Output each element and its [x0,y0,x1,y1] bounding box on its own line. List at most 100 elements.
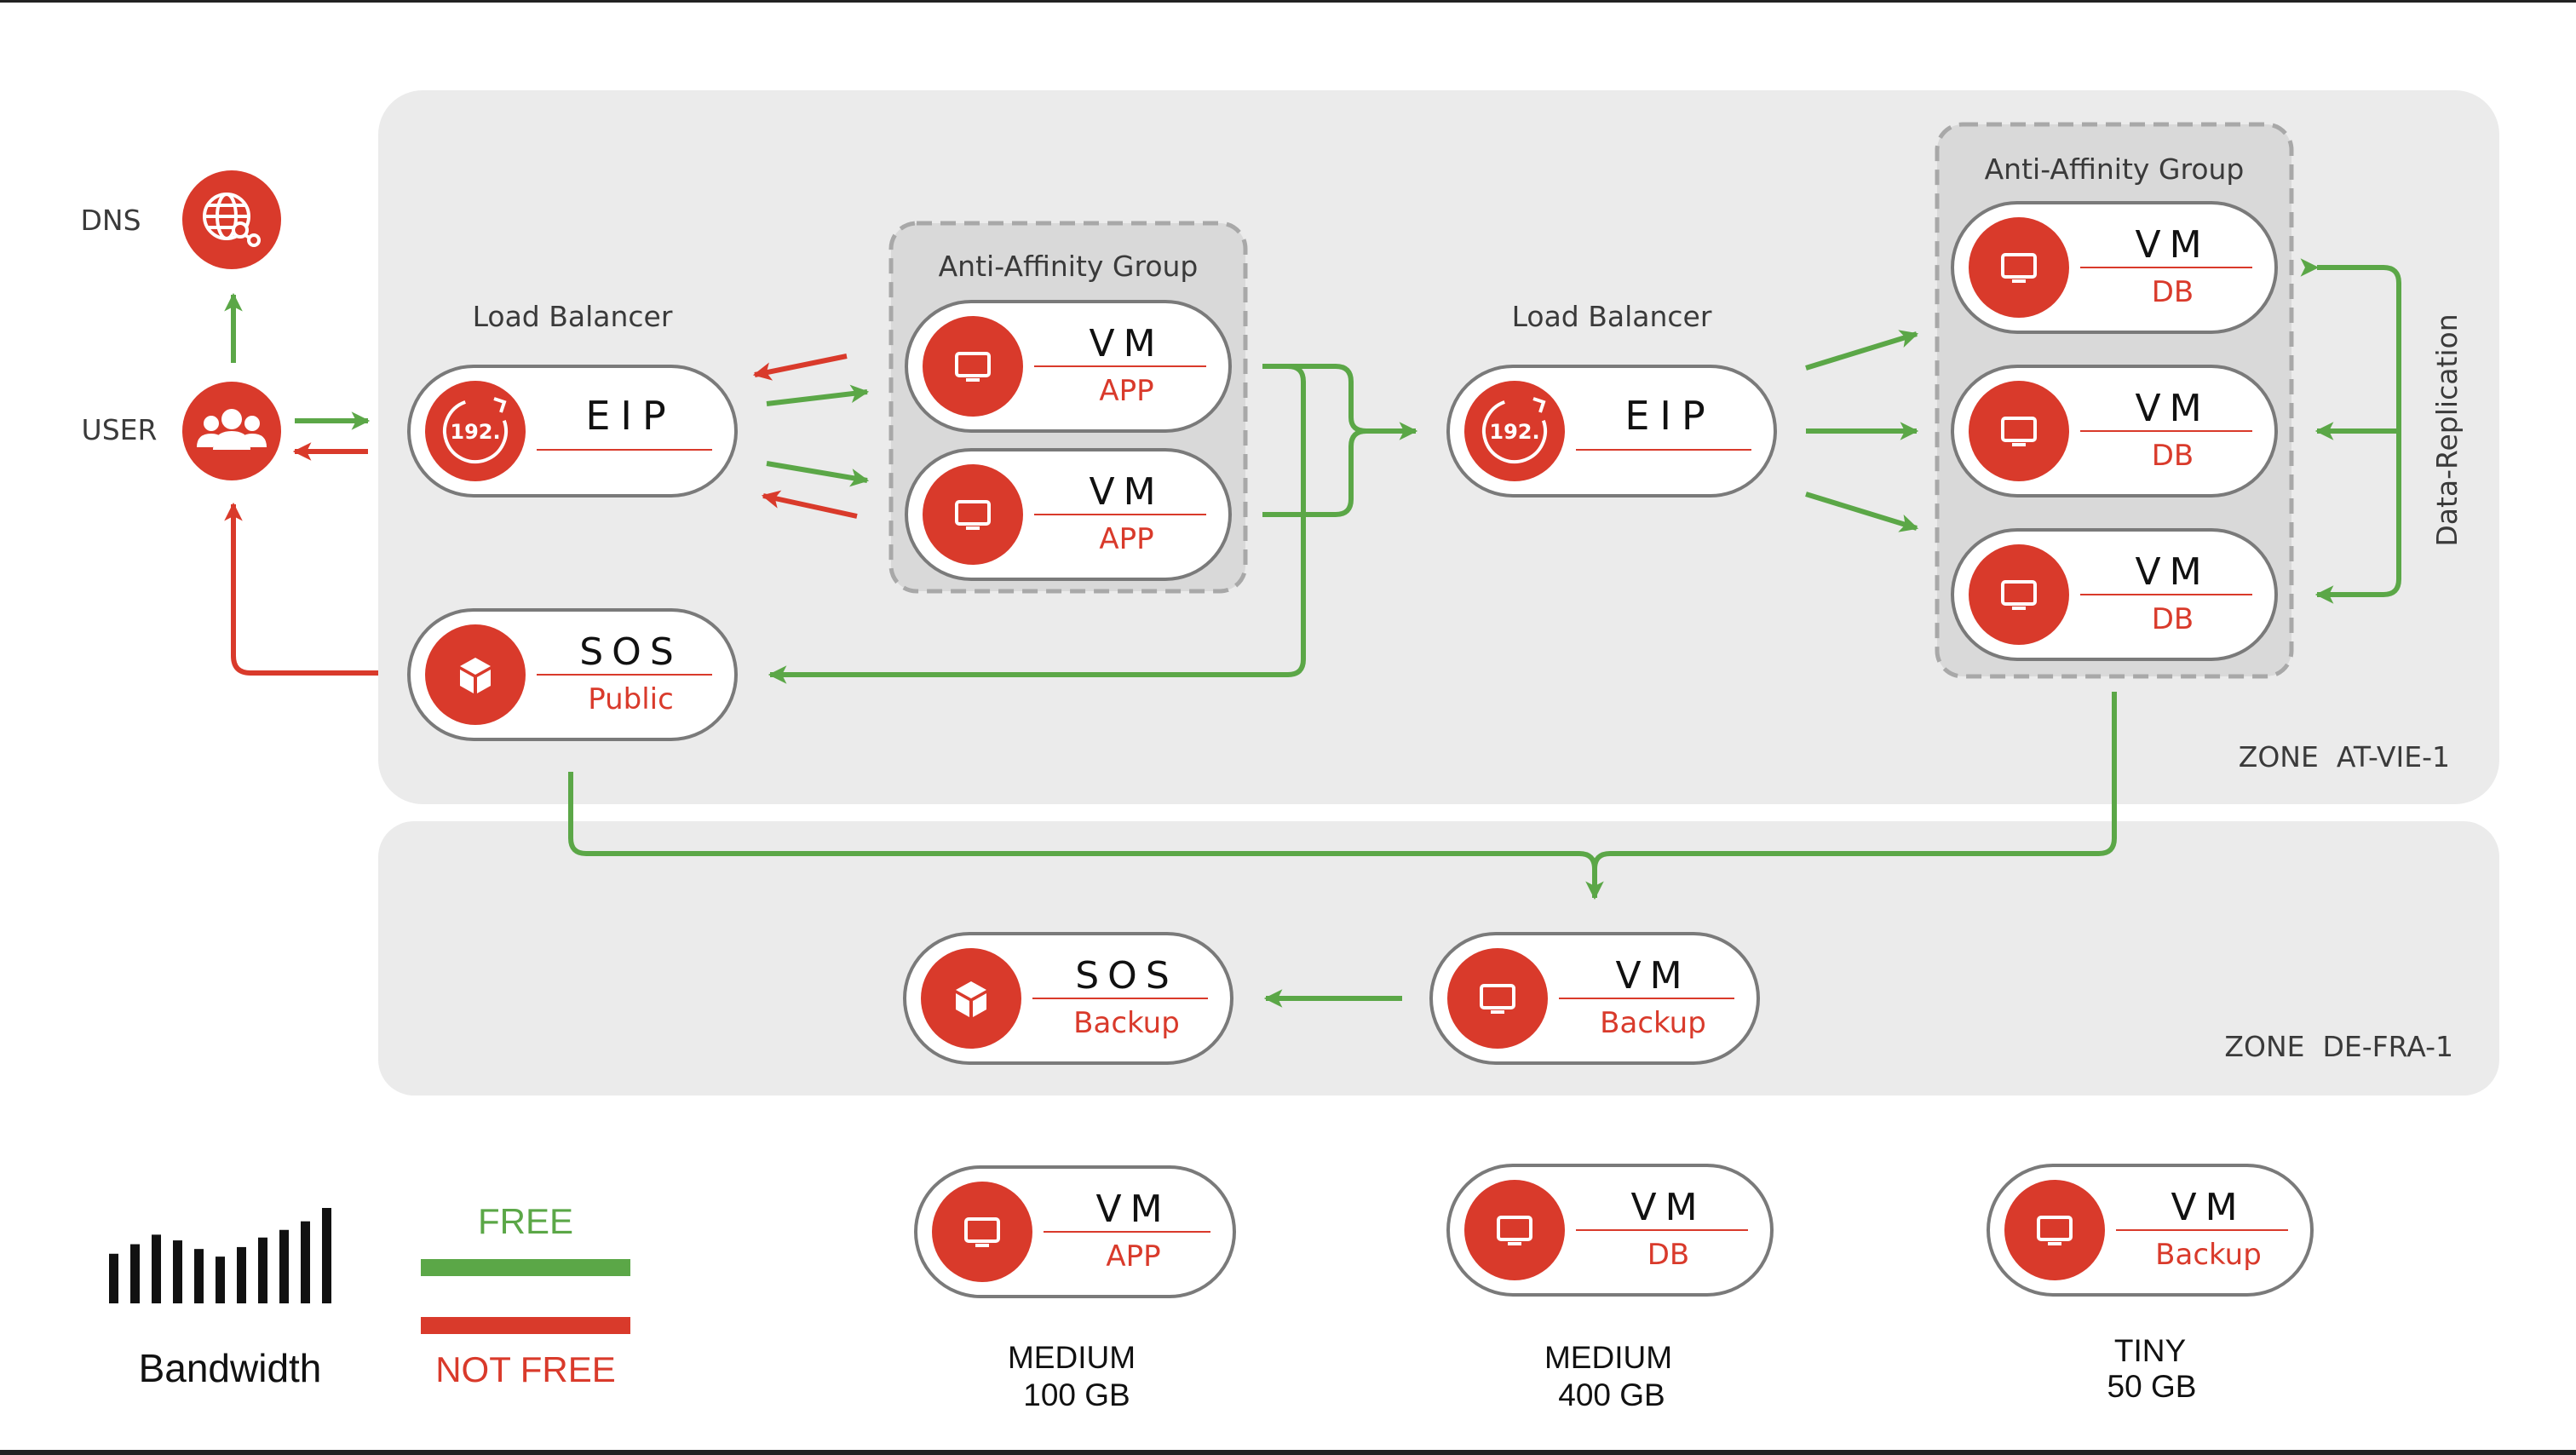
node-title: VM [1089,322,1164,365]
node-icon-circle [923,316,1023,417]
sos-public-node[interactable]: SOS Public [407,608,738,741]
node-icon-circle [1969,217,2069,318]
node-icon-circle [923,464,1023,565]
app-group-label: Anti-Affinity Group [939,250,1199,283]
node-icon-circle [2004,1180,2105,1280]
bandwidth-bar [237,1246,246,1303]
not-free-label: NOT FREE [435,1349,616,1389]
vm-db-3-node[interactable]: VM DB [1951,528,2278,661]
connectors [224,258,2401,1008]
size-backup-line2: 50 GB [2107,1369,2197,1404]
not-free-swatch [421,1317,630,1334]
arrow-lb2-to-db3 [1805,492,1919,532]
arrow-lb1-to-app1 [766,384,870,406]
node-subtitle: APP [1099,374,1153,408]
node-title: SOS [1075,954,1178,998]
size-app-line2: 100 GB [1023,1377,1130,1412]
ip-address-icon: 192. [1482,397,1547,463]
node-icon-circle [1464,381,1565,481]
node-icon-circle [1447,948,1548,1049]
node-title: VM [1630,1186,1705,1229]
node-subtitle: Public [588,682,674,716]
zone-fra-label: ZONE DE-FRA-1 [2224,1030,2453,1063]
free-label: FREE [478,1201,573,1241]
bandwidth-icon [109,1208,331,1303]
arrow-app2-to-lb2 [1262,422,1418,517]
user-node[interactable] [182,382,281,480]
node-subtitle: Backup [1073,1006,1180,1040]
node-icon-circle [1464,1180,1565,1280]
node-subtitle: Backup [2155,1238,2262,1272]
size-app-line1: MEDIUM [1008,1340,1136,1375]
node-title: VM [2171,1186,2245,1229]
zone-de-fra-1 [378,821,2499,1096]
node-subtitle: DB [2152,439,2194,473]
arrow-sos-to-user [224,502,378,676]
vm-app-1-node[interactable]: VM APP [905,300,1232,433]
size-db-line2: 400 GB [1558,1377,1665,1412]
bandwidth-bar [152,1234,161,1303]
node-icon-circle [425,381,526,481]
node-title: VM [1615,954,1690,998]
node-title: VM [1095,1188,1170,1231]
arrow-app1-to-lb1 [752,354,848,381]
bandwidth-bar [301,1221,310,1303]
legend: Bandwidth FREE NOT FREE [109,1201,630,1390]
arrow-app-to-lb2 [1262,364,1367,434]
zone-vie-label: ZONE AT-VIE-1 [2239,740,2450,774]
lb2-eip-node[interactable]: 192. EIP [1446,365,1777,497]
node-subtitle: DB [2152,602,2194,636]
ip-badge-text: 192. [1489,420,1539,444]
arrow-db-to-backup [1592,692,2117,870]
bandwidth-label: Bandwidth [139,1346,322,1390]
node-title: EIP [585,393,676,439]
arrow-app2-to-lb1 [761,490,858,519]
size-vm-app-node[interactable]: VM APP [914,1165,1236,1298]
ip-badge-text: 192. [450,420,500,444]
size-db-line1: MEDIUM [1544,1340,1672,1375]
bandwidth-bar [258,1237,267,1303]
lb1-eip-node[interactable]: 192. EIP [407,365,738,497]
globe-icon [203,193,261,247]
bandwidth-bar [322,1208,331,1303]
user-label: USER [82,413,158,446]
free-swatch [421,1259,630,1276]
bandwidth-bar [130,1244,140,1303]
node-icon-circle [1969,381,2069,481]
node-subtitle: APP [1099,522,1153,556]
arrow-app-to-sos [768,364,1306,684]
users-icon [197,409,267,450]
vm-db-1-node[interactable]: VM DB [1951,201,2278,334]
bandwidth-bar [173,1240,182,1303]
node-subtitle: DB [2152,275,2194,309]
size-vm-backup-node[interactable]: VM Backup [1987,1164,2314,1297]
node-subtitle: DB [1647,1238,1690,1272]
node-title: VM [2135,223,2210,267]
node-title: SOS [579,630,682,674]
load-balancer-1-label: Load Balancer [473,300,673,333]
db-group-label: Anti-Affinity Group [1985,152,2245,186]
dns-node[interactable] [182,170,281,269]
bandwidth-bar [216,1257,225,1303]
arrow-lb1-to-app2 [766,461,870,487]
sos-backup-node[interactable]: SOS Backup [903,932,1233,1065]
node-title: EIP [1624,393,1715,439]
node-subtitle: APP [1106,1239,1160,1274]
node-title: VM [2135,387,2210,430]
size-vm-db-node[interactable]: VM DB [1446,1164,1774,1297]
size-backup-line1: TINY [2114,1333,2186,1368]
data-replication-label: Data-Replication [2430,313,2464,546]
node-icon-circle [932,1182,1032,1282]
bandwidth-bar [279,1229,289,1303]
load-balancer-2-label: Load Balancer [1512,300,1712,333]
vm-backup-node[interactable]: VM Backup [1429,932,1760,1065]
node-subtitle: Backup [1600,1006,1706,1040]
dns-label: DNS [80,204,141,237]
ip-address-icon: 192. [443,397,508,463]
vm-db-2-node[interactable]: VM DB [1951,365,2278,497]
node-title: VM [2135,550,2210,594]
bandwidth-bar [194,1249,204,1303]
node-icon-circle [1969,544,2069,645]
